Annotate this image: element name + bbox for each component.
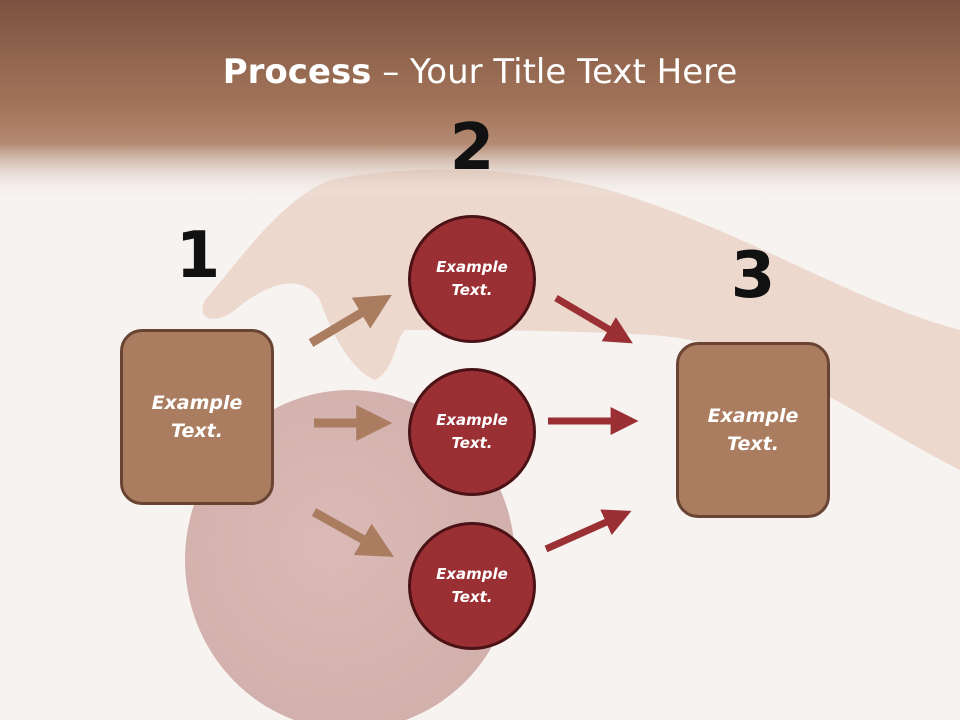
step-number-1: 1: [175, 219, 221, 293]
arrow-left-top: [308, 294, 392, 347]
slide-title: Process – Your Title Text Here: [0, 52, 960, 92]
arrow-left-bot: [311, 508, 395, 557]
title-bold: Process: [222, 52, 372, 92]
title-rest: – Your Title Text Here: [371, 52, 738, 92]
circle-bottom: Example Text.: [408, 522, 536, 650]
circle-bottom-text: Example Text.: [436, 564, 508, 606]
hand-shape: [202, 169, 960, 470]
step-number-3: 3: [730, 239, 776, 313]
left-box-text: Example Text.: [151, 391, 243, 443]
right-box: Example Text.: [676, 342, 830, 518]
circle-middle-text: Example Text.: [436, 410, 508, 452]
circle-middle: Example Text.: [408, 368, 536, 496]
right-box-text: Example Text.: [707, 404, 799, 456]
left-box: Example Text.: [120, 329, 274, 505]
circle-top-text: Example Text.: [436, 257, 508, 299]
arrow-right-top: [554, 294, 633, 344]
circle-top: Example Text.: [408, 215, 536, 343]
arrow-right-bot: [544, 509, 632, 553]
step-number-2: 2: [449, 111, 495, 185]
